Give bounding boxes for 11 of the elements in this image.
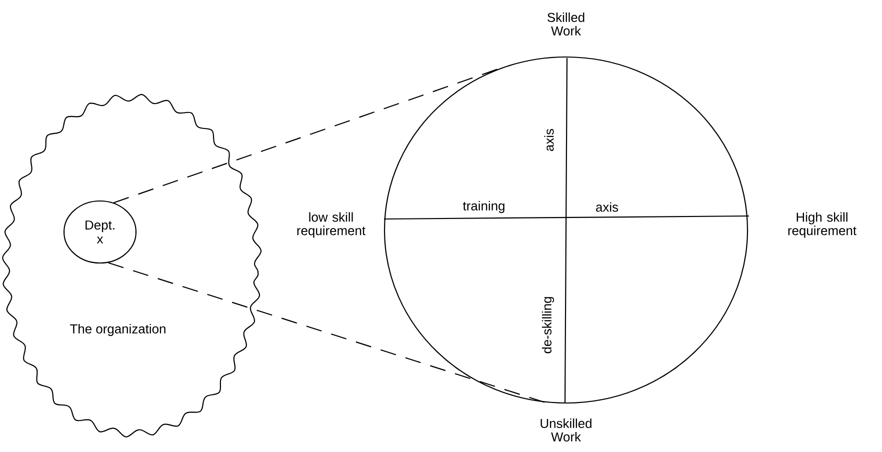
pole-label: Unskilled Work <box>540 418 592 442</box>
axis-label: training <box>462 200 504 214</box>
dashed-line <box>108 262 546 403</box>
dashed-line <box>113 68 498 204</box>
pole-label: Skilled Work <box>548 12 584 36</box>
big-circle <box>384 56 748 404</box>
axis-label: de-skilling <box>542 297 554 354</box>
axis-label: axis <box>544 128 554 151</box>
pole-label: High skill requirement <box>788 212 856 238</box>
pole-label: low skill requirement <box>297 212 366 238</box>
axis-label: axis <box>596 202 618 212</box>
